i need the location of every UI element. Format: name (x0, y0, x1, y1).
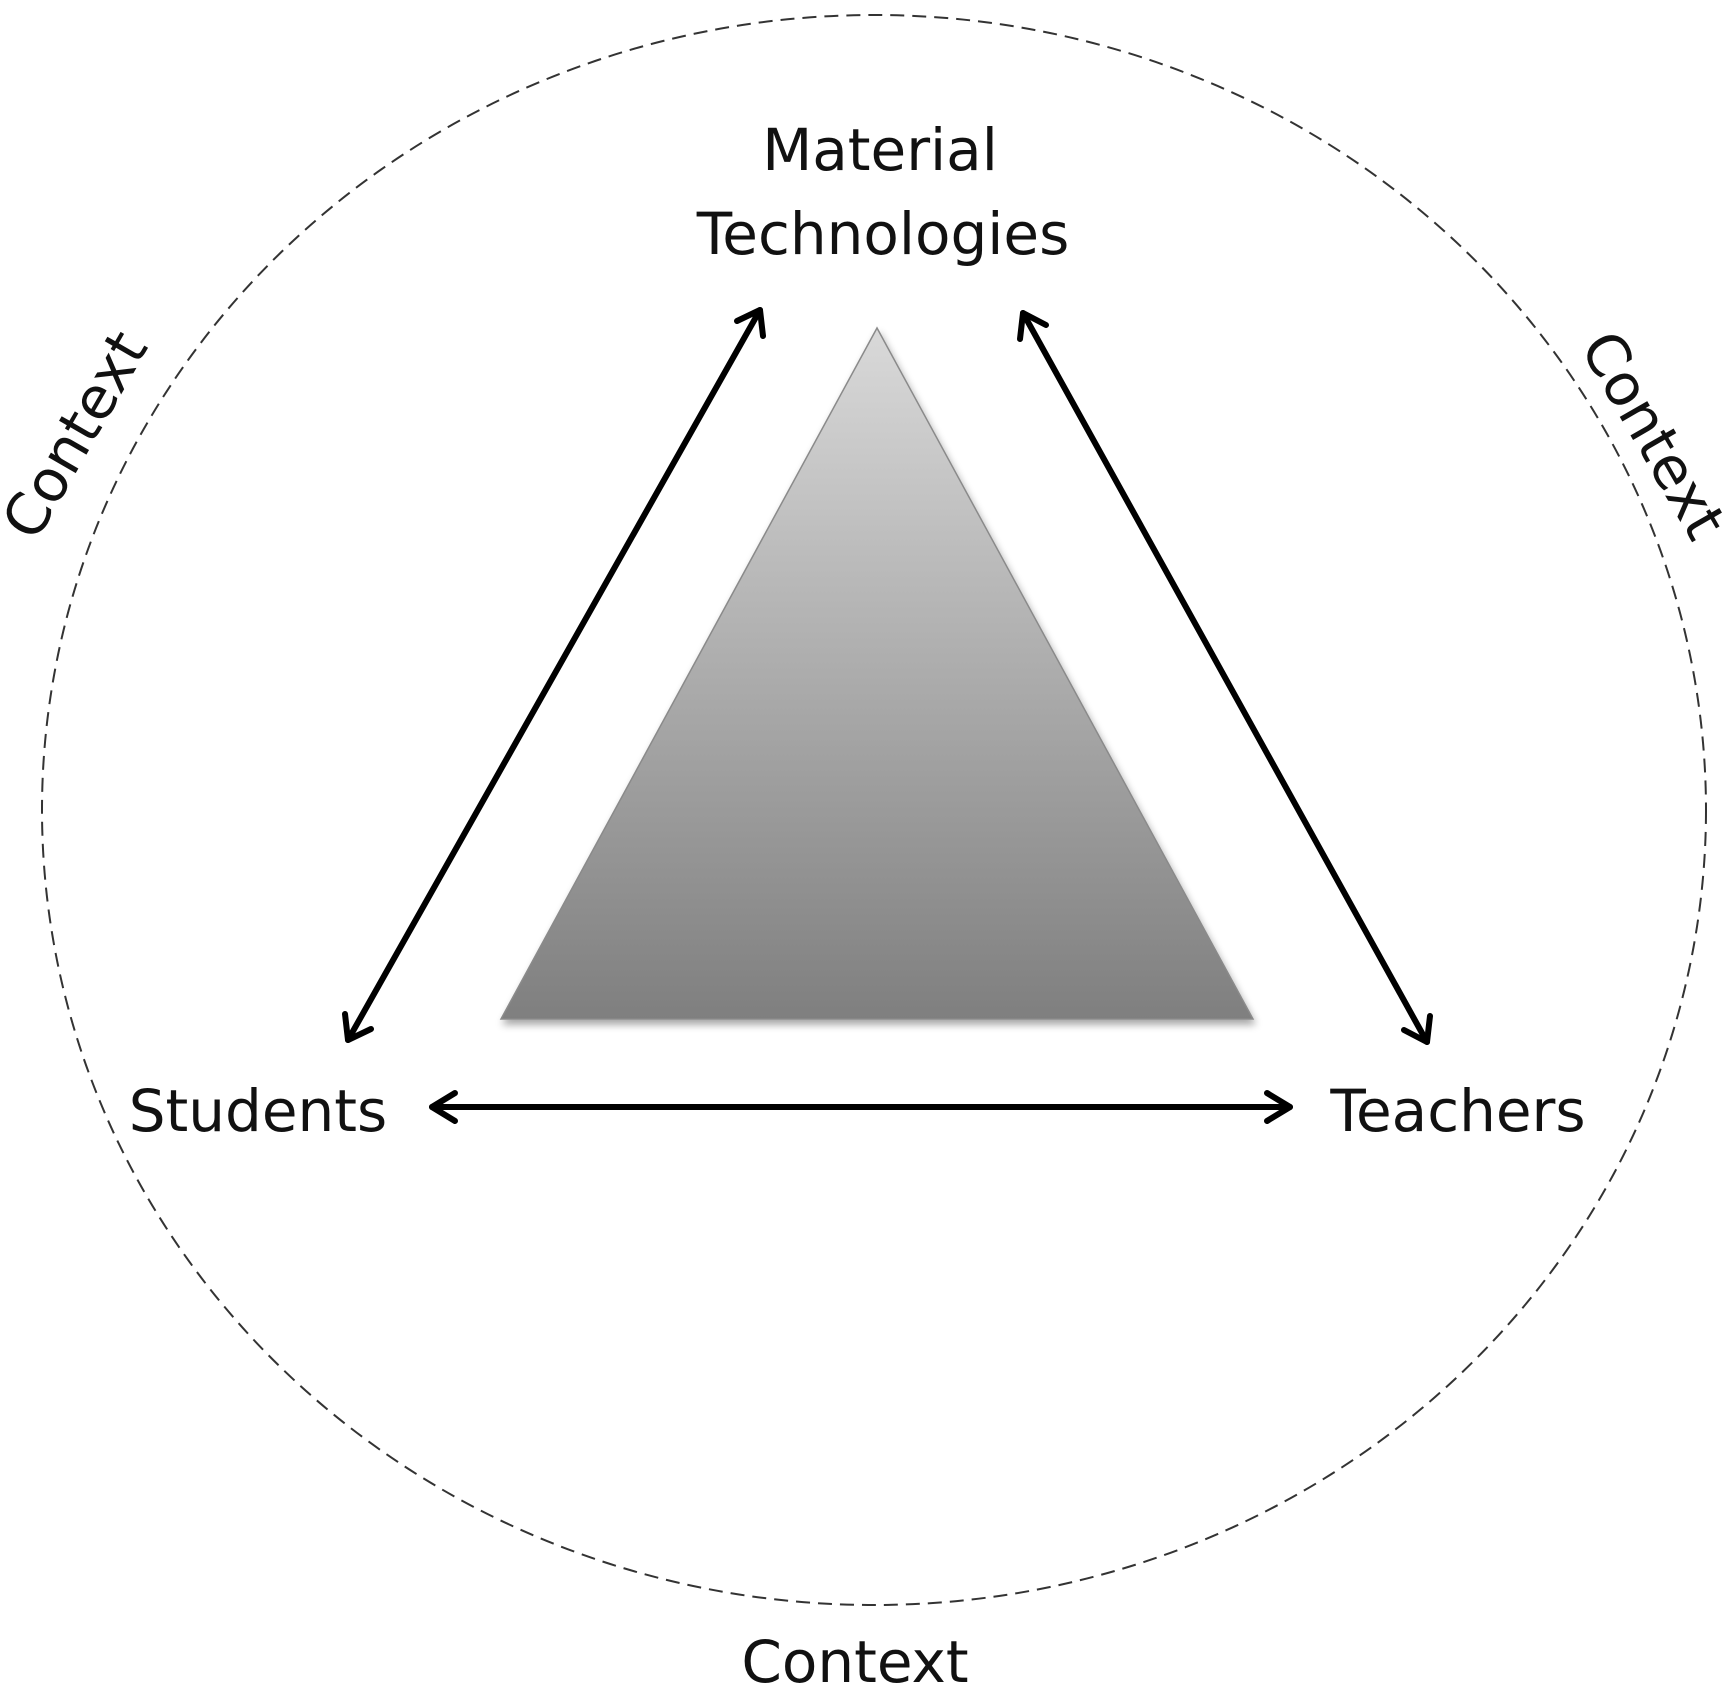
node-label-teachers: Teachers (1329, 1077, 1585, 1145)
context-label-left: Context (0, 320, 161, 551)
node-label-technologies: Technologies (696, 200, 1070, 268)
center-triangle (499, 326, 1255, 1020)
context-label-bottom: Context (741, 1628, 968, 1696)
arrow-students-teachers (429, 1090, 1293, 1124)
context-label-right: Context (1567, 320, 1732, 551)
node-label-material: Material (762, 116, 998, 184)
arrow-students-technologies (342, 307, 766, 1043)
node-label-students: Students (129, 1077, 388, 1145)
arrow-technologies-teachers (1017, 310, 1433, 1045)
context-circle (41, 14, 1707, 1606)
